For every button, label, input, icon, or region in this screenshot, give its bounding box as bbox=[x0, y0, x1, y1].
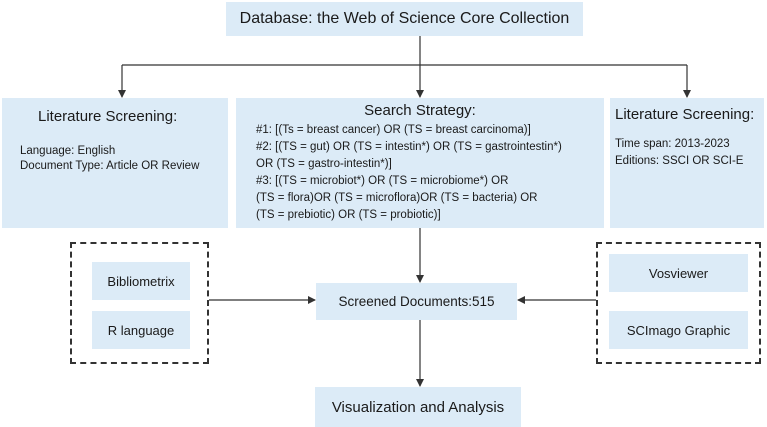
search-strategy-box: Search Strategy: #1: [(Ts = breast cance… bbox=[236, 98, 604, 228]
tool-vosviewer: Vosviewer bbox=[609, 254, 748, 292]
query-line-5: (TS = flora)OR (TS = microflora)OR (TS =… bbox=[256, 192, 538, 204]
database-label: Database: the Web of Science Core Collec… bbox=[239, 10, 570, 27]
editions-line: Editions: SSCI OR SCI-E bbox=[615, 155, 744, 167]
tool-r-language: R language bbox=[92, 311, 190, 349]
language-line: Language: English bbox=[20, 145, 116, 157]
left-screening-box: Literature Screening: Language: English … bbox=[2, 98, 228, 228]
left-tools-group bbox=[70, 242, 209, 364]
query-line-6: (TS = prebiotic) OR (TS = probiotic)] bbox=[256, 209, 441, 221]
tool-scimago-graphic: SCImago Graphic bbox=[609, 311, 748, 349]
search-strategy-title: Search Strategy: bbox=[364, 102, 476, 119]
query-line-3: OR (TS = gastro-intestin*)] bbox=[256, 158, 392, 170]
screened-documents-box: Screened Documents:515 bbox=[316, 283, 517, 320]
query-line-4: #3: [(TS = microbiot*) OR (TS = microbio… bbox=[256, 175, 509, 187]
database-box: Database: the Web of Science Core Collec… bbox=[226, 2, 583, 36]
query-line-1: #1: [(Ts = breast cancer) OR (TS = breas… bbox=[256, 124, 531, 136]
visualization-label: Visualization and Analysis bbox=[331, 398, 505, 416]
document-type-line: Document Type: Article OR Review bbox=[20, 160, 200, 172]
tool-bibliometrix: Bibliometrix bbox=[92, 262, 190, 300]
time-span-line: Time span: 2013-2023 bbox=[615, 138, 730, 150]
query-line-2: #2: [(TS = gut) OR (TS = intestin*) OR (… bbox=[256, 141, 562, 153]
right-screening-title: Literature Screening: bbox=[615, 106, 755, 123]
right-screening-box: Literature Screening: Time span: 2013-20… bbox=[610, 98, 764, 228]
screened-documents-label: Screened Documents:515 bbox=[338, 294, 495, 309]
left-screening-title: Literature Screening: bbox=[38, 108, 178, 125]
right-tools-group bbox=[596, 242, 761, 364]
visualization-box: Visualization and Analysis bbox=[315, 387, 521, 427]
